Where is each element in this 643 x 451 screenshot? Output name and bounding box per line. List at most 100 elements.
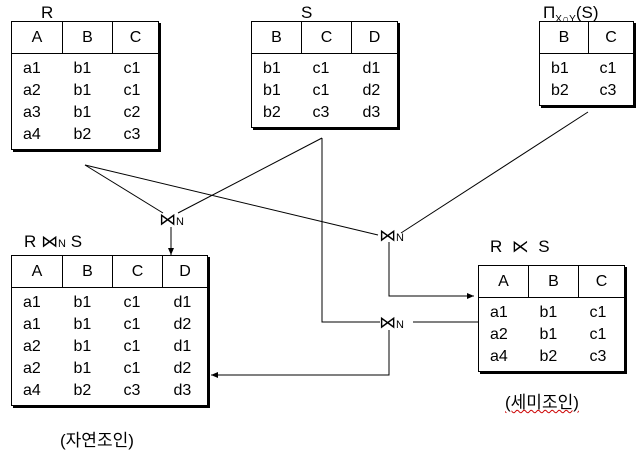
cell: c1 bbox=[123, 294, 141, 311]
edge-s-to-join-3 bbox=[321, 138, 380, 323]
cell: b1 bbox=[73, 294, 92, 311]
bowtie-icon: ⋈ bbox=[41, 232, 59, 251]
natural-join-caption: (자연조인) bbox=[60, 431, 134, 450]
relation-r-label: R bbox=[41, 3, 54, 22]
cell: d3 bbox=[173, 382, 192, 399]
column-header: C bbox=[578, 265, 625, 298]
table-row: a1 b1 c1 bbox=[479, 298, 625, 325]
cell: a4 bbox=[23, 382, 41, 399]
cell: b2 bbox=[73, 382, 92, 399]
table-row: a2 b1 c1 bbox=[12, 80, 159, 102]
cell: c1 bbox=[123, 60, 141, 77]
cell: c3 bbox=[599, 82, 617, 99]
cell: c1 bbox=[123, 82, 141, 99]
join-subscript: N bbox=[58, 238, 66, 250]
bowtie-icon: ⋈ bbox=[379, 313, 396, 332]
semi-join-label: R ⋉ S bbox=[490, 238, 550, 255]
join-operator-1: ⋈N bbox=[159, 211, 184, 231]
cell: a1 bbox=[23, 60, 41, 77]
cell: d2 bbox=[362, 82, 381, 99]
cell: c1 bbox=[123, 316, 141, 333]
cell: a2 bbox=[23, 360, 41, 377]
column-header: B bbox=[539, 21, 589, 54]
column-header: B bbox=[528, 265, 579, 298]
cell: b1 bbox=[73, 338, 92, 355]
edge-r-to-natural-join bbox=[84, 164, 164, 214]
cell: d1 bbox=[173, 338, 192, 355]
cell: c1 bbox=[589, 304, 607, 321]
cell: b1 bbox=[263, 82, 281, 99]
bowtie-icon: ⋈ bbox=[379, 226, 396, 245]
cell: b1 bbox=[73, 82, 92, 99]
column-header: A bbox=[11, 21, 63, 54]
column-header: C bbox=[112, 21, 159, 54]
cell: b2 bbox=[263, 104, 281, 121]
cell: d1 bbox=[362, 60, 381, 77]
relation-s-label: S bbox=[301, 3, 313, 22]
cell: b1 bbox=[73, 360, 92, 377]
table-row: a2 b1 c1 bbox=[479, 324, 625, 346]
cell: d3 bbox=[362, 104, 381, 121]
projection-argument: (S) bbox=[575, 3, 599, 22]
column-header: C bbox=[588, 21, 634, 54]
join-operator-3: ⋈N bbox=[379, 314, 404, 334]
cell: d2 bbox=[173, 360, 192, 377]
bowtie-icon: ⋈ bbox=[159, 210, 176, 229]
cell: a4 bbox=[23, 126, 41, 143]
cell: b1 bbox=[73, 104, 92, 121]
cell: c1 bbox=[312, 60, 330, 77]
cell: c3 bbox=[123, 382, 141, 399]
cell: b1 bbox=[539, 304, 558, 321]
column-header: B bbox=[62, 21, 113, 54]
cell: a3 bbox=[23, 104, 41, 121]
edge-s-to-natural-join bbox=[177, 137, 323, 214]
column-header: D bbox=[162, 255, 208, 288]
cell: a1 bbox=[490, 304, 508, 321]
column-header: A bbox=[478, 265, 529, 298]
edge-semi-join-result bbox=[388, 242, 474, 299]
natural-join-label: R ⋈N S bbox=[24, 233, 82, 253]
cell: c1 bbox=[312, 82, 330, 99]
join-operator-2: ⋈N bbox=[379, 227, 404, 247]
cell: a1 bbox=[23, 316, 41, 333]
column-header: A bbox=[11, 255, 63, 288]
column-header: D bbox=[351, 21, 398, 54]
projection-subscript: X∩Y bbox=[555, 14, 576, 25]
cell: b2 bbox=[539, 348, 558, 365]
table-row: a1 b1 c1 bbox=[12, 54, 159, 81]
edge-r-to-semi-join bbox=[84, 164, 379, 236]
cell: b1 bbox=[73, 60, 92, 77]
cell: d2 bbox=[173, 316, 192, 333]
pi-symbol: Π bbox=[543, 3, 556, 22]
cell: a2 bbox=[23, 82, 41, 99]
relation-name: R bbox=[490, 237, 503, 256]
cell: a2 bbox=[490, 326, 508, 343]
table-row: a4 b2 c3 d3 bbox=[12, 380, 208, 406]
semi-join-caption: (세미조인) bbox=[505, 393, 579, 412]
cell: c1 bbox=[123, 338, 141, 355]
relation-name: R bbox=[24, 232, 37, 251]
relation-name: S bbox=[70, 232, 83, 251]
cell: c1 bbox=[599, 60, 617, 77]
column-header: B bbox=[251, 21, 302, 54]
cell: b1 bbox=[73, 316, 92, 333]
cell: c1 bbox=[589, 326, 607, 343]
column-header: C bbox=[301, 21, 352, 54]
join-subscript: N bbox=[176, 216, 184, 228]
cell: c3 bbox=[123, 126, 141, 143]
cell: b1 bbox=[539, 326, 558, 343]
relation-name: S bbox=[538, 237, 550, 256]
table-row: b1 c1 d2 bbox=[252, 80, 398, 102]
cell: a4 bbox=[490, 348, 508, 365]
